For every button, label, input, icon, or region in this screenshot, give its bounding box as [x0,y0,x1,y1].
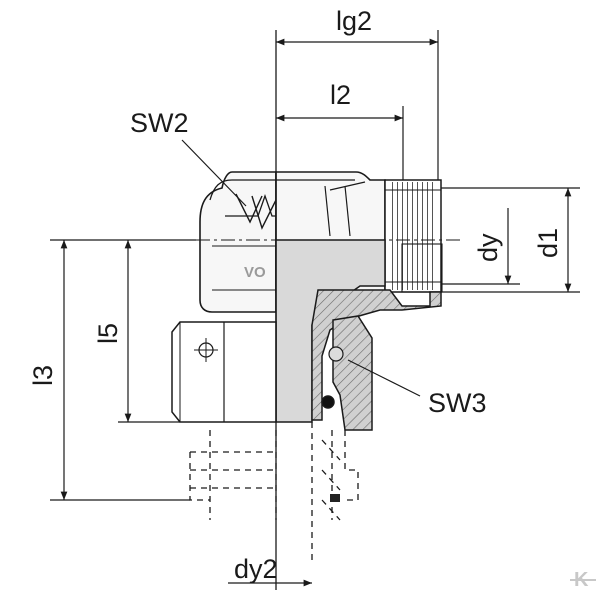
watermark-logo: K [570,569,596,591]
sw3-leader [347,359,421,397]
body-stamp: VO [244,264,266,281]
union-nut-exterior [171,321,277,423]
dimension-lines [50,30,580,587]
label-l5: l5 [93,323,123,344]
sw2-wrench-flat [209,179,355,201]
o-ring [321,395,335,409]
label-d1: d1 [533,228,563,258]
sw2-leader [181,139,247,207]
section-view [275,239,442,560]
label-l2: l2 [330,80,351,110]
section-nut-hatch [332,315,373,431]
label-sw2: SW2 [130,108,189,138]
label-sw3: SW3 [428,388,487,418]
outlet-thread [384,179,443,293]
label-lg2: lg2 [336,6,372,36]
lower-stud-hidden [189,430,277,520]
wrench-v-mark [235,193,277,230]
section-wall-hatch [311,289,442,421]
elbow-body-outline [199,171,277,313]
label-dy: dy [473,233,503,262]
label-dy2: dy2 [234,554,278,584]
label-l3: l3 [28,365,58,386]
